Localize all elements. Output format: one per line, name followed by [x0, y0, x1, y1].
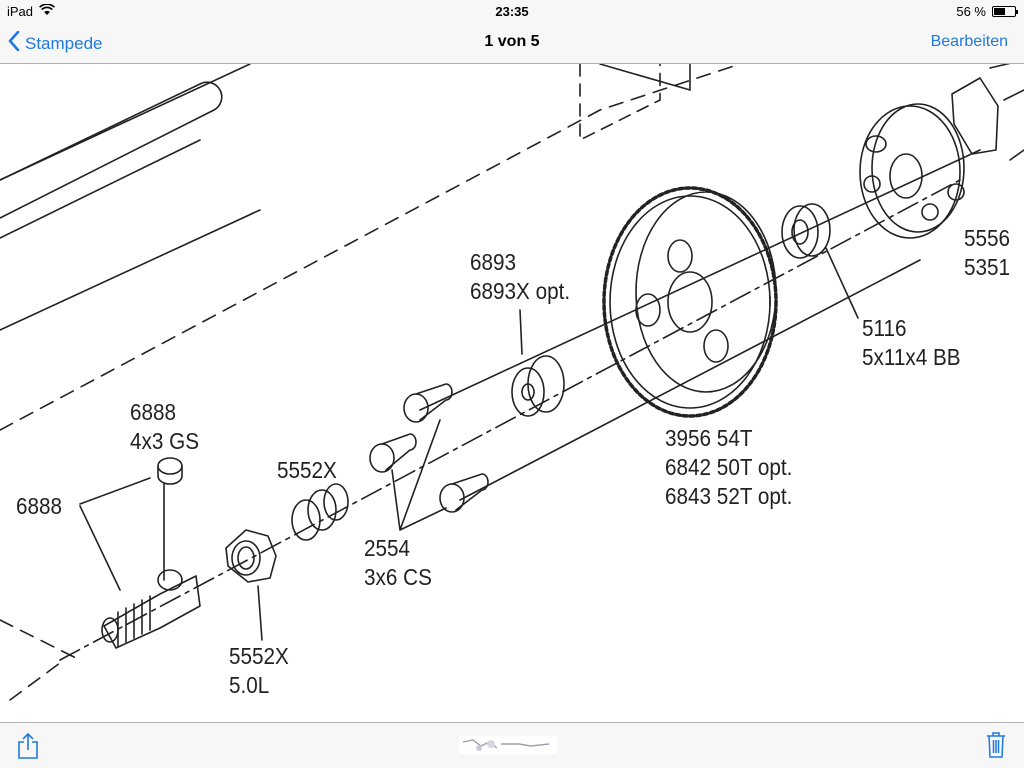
axis-line: [459, 259, 921, 501]
part-label-3956: 3956 54T 6842 50T opt. 6843 52T opt.: [665, 425, 793, 509]
part-label-2554: 2554 3x6 CS: [364, 535, 432, 590]
leader-line: [79, 477, 151, 505]
frame-line: [989, 64, 1024, 161]
leader-line: [391, 419, 447, 531]
axis-line: [419, 149, 981, 411]
frame-line: [599, 64, 691, 91]
back-button-label: Stampede: [25, 33, 103, 53]
part-label-6893: 6893 6893X opt.: [470, 249, 571, 304]
slipper-hub: [511, 355, 565, 417]
device-name: iPad: [7, 4, 34, 19]
slipper-spring: [291, 483, 349, 541]
frame-dashed-line: [9, 659, 65, 701]
document-image: 6893 6893X opt. 6888 4x3 GS 6888 5552X 2…: [0, 64, 1024, 722]
frame-dashed-line: [0, 619, 81, 661]
cap-screw: [369, 433, 417, 473]
battery-percent: 56 %: [956, 4, 986, 19]
set-screw: [157, 457, 183, 485]
axis-line: [59, 179, 961, 661]
leader-line: [825, 247, 859, 319]
part-label-5552x-nut: 5552X 5.0L: [229, 643, 289, 698]
status-bar: iPad 23:35 56 %: [0, 0, 1024, 22]
chevron-left-icon: [8, 30, 20, 56]
battery-icon: [992, 6, 1018, 17]
thumbnail-strip[interactable]: [459, 734, 557, 756]
leader-line: [519, 309, 523, 355]
slipper-plate: [859, 103, 965, 239]
lock-nut: [225, 529, 277, 583]
frame-line: [0, 139, 201, 239]
status-left: iPad: [7, 3, 55, 19]
page-title: 1 von 5: [484, 33, 540, 50]
wifi-icon: [39, 3, 55, 19]
spur-gear: [602, 186, 778, 418]
edit-button[interactable]: Bearbeiten: [930, 33, 1008, 50]
bottom-toolbar: [0, 722, 1024, 768]
navigation-bar: Stampede 1 von 5 Bearbeiten: [0, 22, 1024, 64]
ball-bearing: [781, 203, 831, 259]
status-time: 23:35: [495, 4, 529, 19]
frame-dashed-line: [579, 64, 661, 141]
slipper-pad: [951, 77, 999, 155]
share-icon[interactable]: [17, 732, 39, 765]
part-label-5116: 5116 5x11x4 BB: [862, 315, 961, 370]
status-right: 56 %: [956, 4, 1018, 19]
trash-icon[interactable]: [986, 732, 1006, 763]
cap-screw: [403, 383, 453, 423]
frame-dashed-line: [0, 64, 741, 431]
cap-screw: [439, 473, 489, 513]
shaft: [0, 81, 223, 219]
exploded-parts-diagram: [0, 64, 1024, 701]
part-label-5552x-spring: 5552X: [277, 457, 337, 483]
back-button[interactable]: Stampede: [8, 30, 103, 56]
part-label-5556: 5556 5351: [964, 225, 1011, 280]
part-label-6888: 6888: [16, 493, 63, 519]
frame-line: [0, 209, 261, 331]
part-label-6888-gs: 6888 4x3 GS: [130, 399, 200, 454]
leader-line: [79, 505, 121, 591]
leader-line: [257, 585, 263, 641]
pinion-gear: [101, 569, 201, 649]
